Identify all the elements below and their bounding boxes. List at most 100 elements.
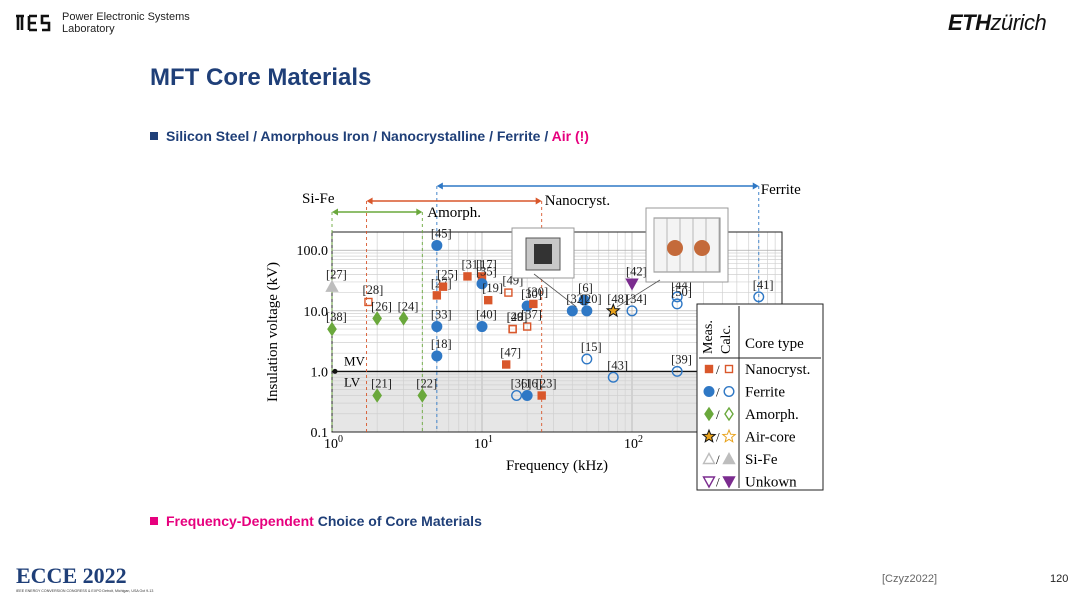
data-point-label: [23] <box>536 377 557 391</box>
data-point-label: [47] <box>500 346 521 360</box>
x-tick-base: 10 <box>324 437 338 452</box>
slide-title: MFT Core Materials <box>150 64 372 91</box>
data-point-label: [40] <box>476 308 497 322</box>
data-point-ferrite <box>581 305 593 317</box>
data-point-label: [35] <box>476 265 497 279</box>
legend-marker-calc <box>724 406 734 422</box>
x-tick-label: 101 <box>474 434 493 452</box>
pes-logo-icon <box>16 14 51 32</box>
data-point-nanocryst <box>484 295 493 305</box>
x-tick-exponent: 2 <box>638 434 643 445</box>
legend-marker-calc <box>722 452 736 465</box>
x-tick-exponent: 0 <box>338 434 343 445</box>
transformer-photo-inset-large <box>617 207 729 308</box>
lv-label: LV <box>344 374 361 389</box>
mv-lv-marker <box>332 368 338 374</box>
legend-header-calc: Calc. <box>719 325 734 354</box>
data-point-aircore <box>605 302 621 318</box>
data-point-ferrite <box>476 321 488 333</box>
data-point-label: [46] <box>507 310 528 324</box>
x-tick-exponent: 1 <box>488 434 493 445</box>
y-axis-label: Insulation voltage (kV) <box>265 262 281 402</box>
data-point-amorph <box>398 311 409 326</box>
legend-marker-meas <box>701 428 717 443</box>
citation: [Czyz2022] <box>882 573 938 585</box>
bullet-frequency-highlight: Frequency-Dependent <box>166 513 314 529</box>
y-tick-label: 0.1 <box>311 426 329 441</box>
legend-marker-calc <box>722 476 736 489</box>
data-point-sife <box>325 279 339 292</box>
data-point-nanocryst <box>529 299 538 309</box>
legend-entry-label: Ferrite <box>745 385 785 401</box>
legend-frame <box>696 303 824 491</box>
data-point-label: [20] <box>581 292 602 306</box>
bullet-square-icon <box>150 132 158 140</box>
data-point-amorph <box>372 388 382 403</box>
eth-logo-bold: ETH <box>948 10 991 35</box>
ecce-2022-logo: ECCE 2022 IEEE ENERGY CONVERSION CONGRES… <box>16 563 153 593</box>
data-point-ferrite <box>431 321 443 333</box>
data-point-label: [29] <box>507 310 528 324</box>
data-point-ferrite <box>626 305 638 317</box>
data-point-label: [26] <box>371 299 392 313</box>
x-tick-base: 10 <box>474 437 488 452</box>
legend-marker-calc <box>724 364 734 374</box>
data-point-label: [28] <box>362 283 383 297</box>
lab-name-line1: Power Electronic Systems <box>62 11 190 23</box>
x-axis-label: Frequency (kHz) <box>506 458 608 474</box>
bullet-square-icon <box>150 517 158 525</box>
ecce-logo-tagline: IEEE ENERGY CONVERSION CONGRESS & EXPO D… <box>16 589 153 593</box>
eth-logo-light: zürich <box>990 10 1047 35</box>
y-tick-label: 1.0 <box>311 365 329 380</box>
legend-marker-meas <box>702 452 716 465</box>
data-point-label: [50] <box>671 285 692 299</box>
data-point-label: [15] <box>581 340 602 354</box>
inset-pointer <box>533 273 577 308</box>
data-point-ferrite <box>578 294 590 306</box>
data-point-nanocryst <box>432 291 442 300</box>
legend-entry-label: Amorph. <box>745 407 799 423</box>
data-point-label: [27] <box>326 268 347 282</box>
data-point-ferrite <box>607 371 619 383</box>
legend-header-type: Core type <box>745 336 804 352</box>
transformer-winding-icon <box>534 244 552 264</box>
data-point-ferrite <box>671 291 683 303</box>
data-point-label: [31] <box>461 257 482 271</box>
data-point-label: [22] <box>416 377 437 391</box>
data-point-nanocryst <box>463 272 472 281</box>
amorph-range-arrowhead-left <box>332 208 338 216</box>
y-tick-label: 100.0 <box>297 244 329 259</box>
data-point-label: [34] <box>626 292 647 306</box>
sife-range-label: Si-Fe <box>302 191 335 207</box>
data-point-label: [16] <box>521 377 542 391</box>
data-point-nanocryst <box>522 322 532 331</box>
legend-slash: / <box>716 430 720 445</box>
nanocryst-range-label: Nanocryst. <box>545 193 610 209</box>
data-point-label: [19] <box>482 281 503 295</box>
aircore-coil-icon <box>667 240 683 256</box>
data-point-nanocryst <box>364 297 373 307</box>
data-point-label: [36] <box>511 377 532 391</box>
data-point-label: [24] <box>398 299 419 313</box>
data-point-ferrite <box>511 390 523 402</box>
data-point-nanocryst <box>502 360 511 369</box>
amorph-range-label: Amorph. <box>427 205 481 221</box>
data-point-label: [43] <box>607 358 628 372</box>
data-point-ferrite <box>753 291 765 303</box>
data-point-label: [33] <box>431 308 452 322</box>
legend-header-meas: Meas. <box>701 320 716 354</box>
ferrite-range-arrowhead-right <box>752 182 759 190</box>
data-point-ferrite <box>476 278 488 290</box>
data-point-label: [48] <box>607 292 628 306</box>
data-point-label: [30] <box>527 285 548 299</box>
legend-slash: / <box>716 407 720 422</box>
y-tick-label: 10.0 <box>304 305 329 320</box>
eth-zurich-logo: ETHzürich <box>948 10 1047 36</box>
legend-slash: / <box>716 452 720 467</box>
bullet-materials: Silicon Steel / Amorphous Iron / Nanocry… <box>150 128 589 144</box>
data-point-ferrite <box>431 239 443 251</box>
legend-marker-calc <box>723 385 735 397</box>
data-point-label: [21] <box>371 377 392 391</box>
bullet-frequency-text: Choice of Core Materials <box>313 513 482 529</box>
